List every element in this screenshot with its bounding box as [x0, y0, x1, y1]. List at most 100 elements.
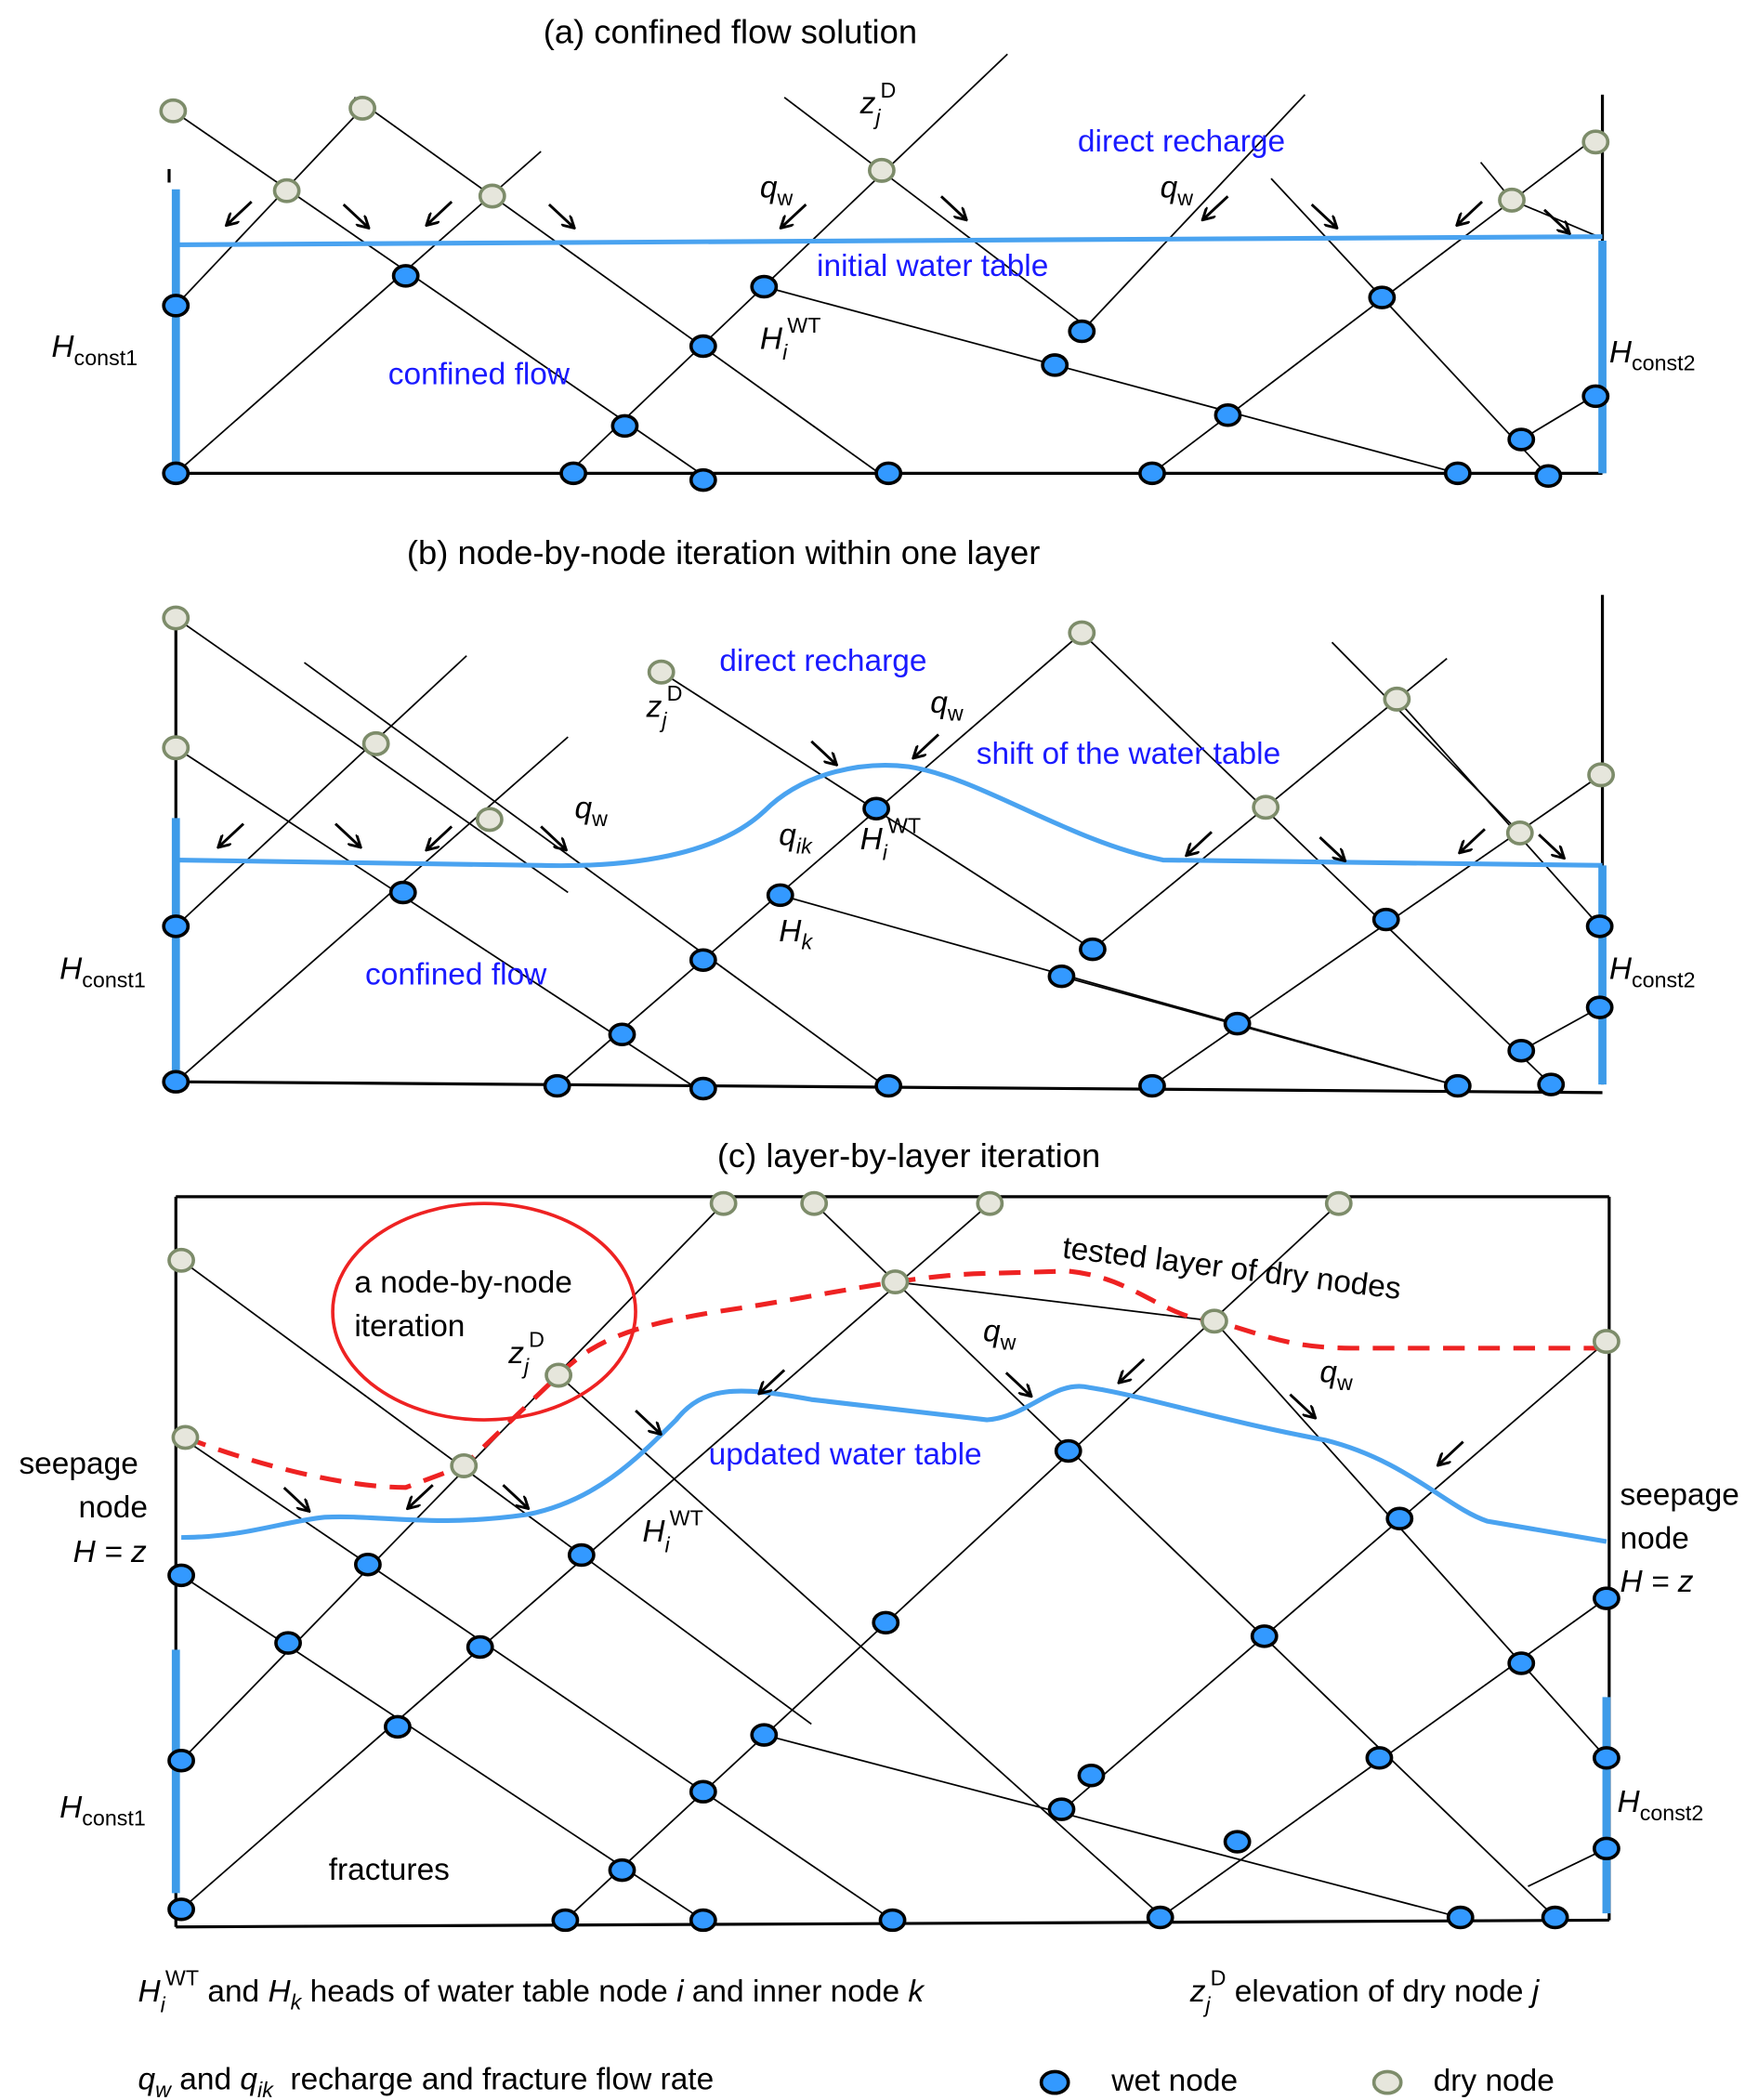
dry-node	[450, 1453, 479, 1478]
dry-node	[1200, 1308, 1228, 1334]
fracture-line	[172, 107, 363, 309]
wet-node	[1443, 1073, 1472, 1098]
wet-node	[1365, 1746, 1394, 1770]
recharge-arrow-icon	[1004, 1372, 1030, 1395]
wet-node	[1077, 1764, 1106, 1788]
hconst2-label: Hconst2	[1609, 952, 1696, 992]
wet-node	[567, 1542, 596, 1568]
inner-node-head-label: Hk	[779, 914, 813, 954]
wet-node	[391, 264, 420, 288]
node-iteration-circle	[331, 1201, 637, 1422]
wet-node	[466, 1634, 494, 1660]
panel-b-recharge-arrows	[219, 733, 1564, 860]
wet-node	[1368, 285, 1397, 309]
recharge-rate-label: qw	[983, 1315, 1017, 1355]
wet-node	[167, 1563, 196, 1588]
dry-node	[167, 1247, 196, 1273]
dry-node	[867, 157, 896, 183]
panel-a-nodes	[159, 95, 1610, 492]
seepage-node-right-label: node	[1620, 1521, 1688, 1555]
node-iteration-label: iteration	[354, 1309, 465, 1344]
seepage-node-left-label: H = z	[73, 1535, 147, 1569]
dry-node	[709, 1190, 738, 1216]
dry-node	[1505, 820, 1534, 846]
wet-node	[1581, 384, 1610, 409]
hconst1-label: Hconst1	[59, 952, 146, 992]
recharge-arrow-icon	[635, 1410, 660, 1433]
wet-node	[1041, 353, 1069, 377]
wet-node	[872, 1610, 900, 1635]
fracture-line	[1331, 641, 1521, 834]
recharge-arrow-icon	[1438, 1440, 1464, 1464]
fracture-line	[180, 1437, 894, 1922]
wet-node	[874, 461, 903, 486]
recharge-arrow-icon	[1289, 1393, 1314, 1417]
hconst1-label: Hconst1	[51, 330, 138, 370]
hconst2-label: Hconst2	[1609, 335, 1696, 375]
recharge-arrow-icon	[502, 1484, 527, 1507]
dry-node	[544, 1362, 573, 1388]
fracture-line	[1520, 394, 1596, 440]
dry-node-elevation-label: zjD	[859, 78, 897, 129]
recharge-rate-label: qw	[1319, 1355, 1353, 1395]
fracture-line	[557, 632, 1082, 1087]
dry-node	[159, 98, 188, 124]
panel-c-recharge-arrows	[282, 1358, 1464, 1511]
wet-node	[689, 1908, 717, 1933]
dry-node	[475, 807, 504, 833]
wet-node	[1223, 1011, 1252, 1036]
panel-a-title: (a) confined flow solution	[544, 13, 917, 51]
panel-b-nodes	[162, 605, 1616, 1101]
wet-node	[1223, 1830, 1252, 1854]
recharge-arrow-icon	[228, 201, 253, 224]
initial-water-table-line	[176, 234, 1603, 247]
dry-node	[361, 730, 390, 756]
fracture-line	[764, 1734, 1461, 1919]
confined-flow-label: confined flow	[365, 957, 547, 991]
panel-a-recharge-arrows	[228, 195, 1569, 232]
hconst1-label: Hconst1	[59, 1791, 146, 1831]
dry-node	[1324, 1190, 1353, 1216]
dry-node	[1068, 620, 1096, 646]
wet-node	[1385, 1506, 1414, 1530]
dry-node	[1581, 129, 1610, 155]
fracture-line	[558, 1374, 1164, 1919]
direct-recharge-label: direct recharge	[719, 644, 926, 678]
fracture-line	[1396, 698, 1601, 927]
wet-node	[1371, 907, 1400, 932]
fracture-line	[175, 151, 542, 474]
dry-node	[171, 1424, 200, 1450]
dry-node	[348, 95, 377, 121]
recharge-arrow-icon	[1310, 203, 1336, 227]
fracture-line	[304, 662, 889, 1090]
recharge-arrow-icon	[282, 1486, 308, 1510]
dry-node-elevation-label: zjD	[646, 681, 683, 732]
wet-node	[559, 461, 588, 486]
legend-elevation-text: zjD elevation of dry node j	[1189, 1965, 1541, 2016]
panel-c-nodes	[167, 1190, 1620, 1933]
wet-node	[1250, 1624, 1279, 1648]
recharge-arrow-icon	[1187, 831, 1213, 854]
fracture-line	[175, 736, 569, 1083]
water-table-head-label: HiWT	[860, 813, 922, 864]
wet-node	[1443, 461, 1472, 486]
fracture-line	[1528, 1847, 1607, 1887]
legend-flow-rate-text: qw and qik recharge and fracture flow ra…	[138, 2062, 715, 2100]
recharge-arrow-icon	[1538, 833, 1563, 857]
dry-node-legend-marker	[1371, 2069, 1403, 2095]
wet-node	[1593, 1836, 1620, 1861]
shifted-water-table-line	[176, 763, 1603, 869]
tested-layer-label: tested layer of dry nodes	[1060, 1231, 1402, 1306]
dry-node	[162, 735, 190, 761]
seepage-node-right-label: seepage	[1620, 1478, 1738, 1513]
wet-node	[354, 1552, 382, 1577]
wet-node	[1047, 1797, 1076, 1821]
wet-node	[1507, 1038, 1536, 1063]
fracture-line	[1068, 1340, 1607, 1806]
fracture-line	[764, 285, 1459, 475]
dry-node	[800, 1190, 829, 1216]
recharge-arrow-icon	[409, 1484, 434, 1507]
fracture-line	[813, 1202, 1556, 1919]
hconst2-label: Hconst2	[1618, 1785, 1704, 1825]
wet-node	[1146, 1905, 1174, 1930]
